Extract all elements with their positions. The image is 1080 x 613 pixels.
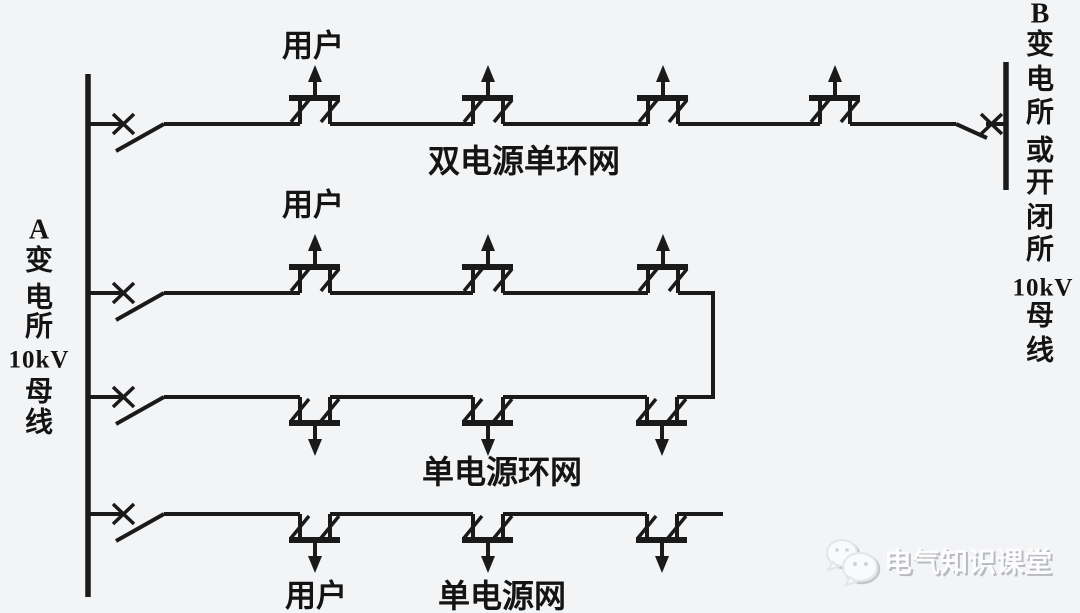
ring-main-unit-tap-icon [637,234,688,293]
ring-main-unit-tap-icon [289,514,340,573]
disconnector-switch-icon [86,385,166,426]
ring-main-unit-tap-icon [636,514,687,573]
busbar-a-char: 变 [25,244,53,277]
feeder-row-4 [86,502,723,573]
feeder-row-1 [86,65,1008,153]
label-user-top: 用户 [282,29,344,64]
ring-main-unit-tap-icon [462,514,513,573]
label-single-source-net: 单电源网 [438,578,566,613]
disconnector-switch-icon [86,502,166,543]
label-user-mid: 用户 [282,188,344,223]
busbar-b-char: 或 [1026,135,1054,167]
busbar-b-char: B [1031,0,1050,30]
busbar-a-char: A [29,215,50,246]
wechat-icon [825,539,881,587]
ring-main-unit-tap-icon [462,65,513,124]
feeder-ring-loop [86,234,715,456]
label-user-bottom: 用户 [285,579,347,613]
disconnector-switch-icon [86,281,166,322]
ring-main-unit-tap-icon [289,234,340,293]
busbar-b-char: 母 [1026,301,1054,332]
busbar-a-char: 电 [25,282,53,314]
busbar-b-char: 线 [1026,335,1054,367]
busbar-b-char: 闭 [1026,202,1054,234]
busbar-a-char: 所 [25,311,53,343]
ring-main-unit-tap-icon [289,65,340,124]
watermark-text-shadow: 电气知识课堂 [886,548,1054,581]
busbar-b-char: 开 [1026,168,1054,199]
busbar-a-char: 母 [25,377,53,408]
disconnector-switch-icon [86,112,166,153]
busbar-a-voltage: 10kV [9,347,70,374]
feeder-line [164,291,715,397]
ring-main-unit-tap-icon [289,397,340,456]
label-single-source-ring: 单电源环网 [422,454,582,490]
watermark: 电气知识课堂 电气知识课堂 [825,539,1054,587]
ring-main-unit-tap-icon [809,65,860,124]
busbar-a-caption: A 变 电 所 10kV 母 线 [9,215,70,439]
ring-main-unit-tap-icon [462,397,513,456]
busbar-b-char: 电 [1026,64,1054,96]
ring-main-unit-tap-icon [637,65,688,124]
ring-main-unit-tap-icon [636,397,687,456]
busbar-b-voltage: 10kV [1013,275,1074,302]
busbar-b-char: 所 [1026,97,1054,129]
busbar-b-char: 所 [1026,234,1054,266]
disconnector-switch-icon [954,112,1008,140]
label-dual-source-single-ring: 双电源单环网 [428,143,620,179]
ring-main-unit-tap-icon [462,234,513,293]
busbar-a-char: 线 [25,407,53,439]
busbar-b-caption: B 变 电 所 或 开 闭 所 10kV 母 线 [1013,0,1074,367]
watermark-text: 电气知识课堂 [884,546,1052,579]
busbar-b-char: 变 [1026,28,1054,61]
